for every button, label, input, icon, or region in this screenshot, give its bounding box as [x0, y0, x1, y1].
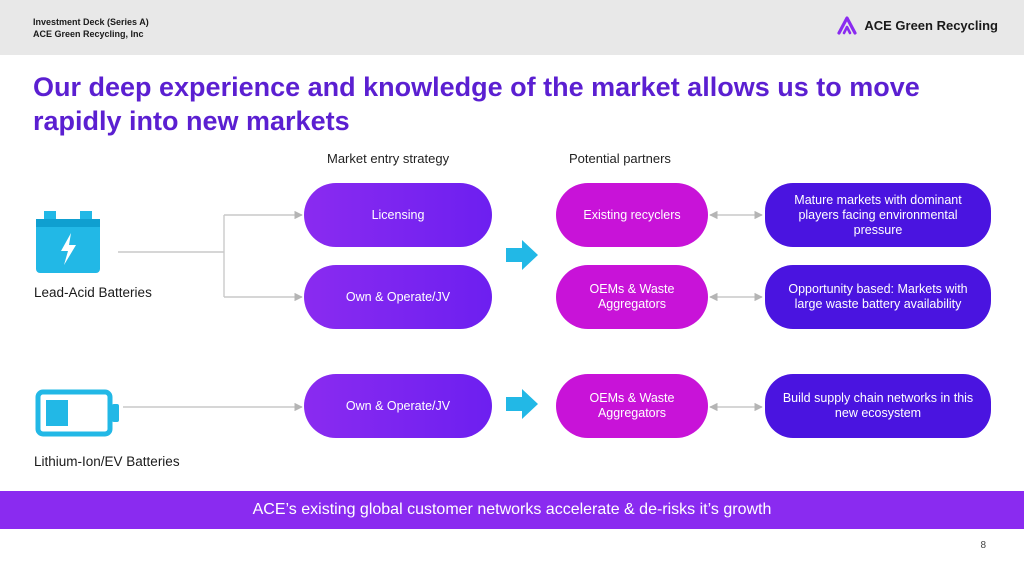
column-header-strategy: Market entry strategy: [327, 151, 450, 166]
strategy-own-operate: Own & Operate/JV: [304, 265, 492, 329]
lithium-ion-label: Lithium-Ion/EV Batteries: [34, 454, 180, 469]
battery-charging-icon: [36, 211, 100, 273]
partner-existing-recyclers: Existing recyclers: [556, 183, 708, 247]
page-title: Our deep experience and knowledge of the…: [33, 72, 920, 136]
lead-acid-label: Lead-Acid Batteries: [34, 285, 152, 300]
company-name: ACE Green Recycling, Inc: [33, 29, 144, 39]
strategy-licensing: Licensing: [304, 183, 492, 247]
column-header-partners: Potential partners: [569, 151, 671, 166]
flow-arrow-icon: [506, 389, 538, 419]
market-mature: Mature markets with dominant players fac…: [765, 183, 991, 247]
strategy-own-operate-lithium: Own & Operate/JV: [304, 374, 492, 438]
battery-low-icon: [35, 389, 119, 437]
footer-banner: ACE’s existing global customer networks …: [0, 491, 1024, 529]
deck-title: Investment Deck (Series A): [33, 17, 149, 27]
market-opportunity: Opportunity based: Markets with large wa…: [765, 265, 991, 329]
market-supply-chain: Build supply chain networks in this new …: [765, 374, 991, 438]
partner-oems-aggregators: OEMs & Waste Aggregators: [556, 265, 708, 329]
page-number: 8: [980, 540, 986, 551]
company-logo: ACE Green Recycling: [836, 14, 998, 36]
ace-chevron-logo-icon: [837, 16, 857, 35]
logo-text: ACE Green Recycling: [864, 17, 998, 33]
flow-arrow-icon: [506, 240, 538, 270]
partner-oems-aggregators-lithium: OEMs & Waste Aggregators: [556, 374, 708, 438]
